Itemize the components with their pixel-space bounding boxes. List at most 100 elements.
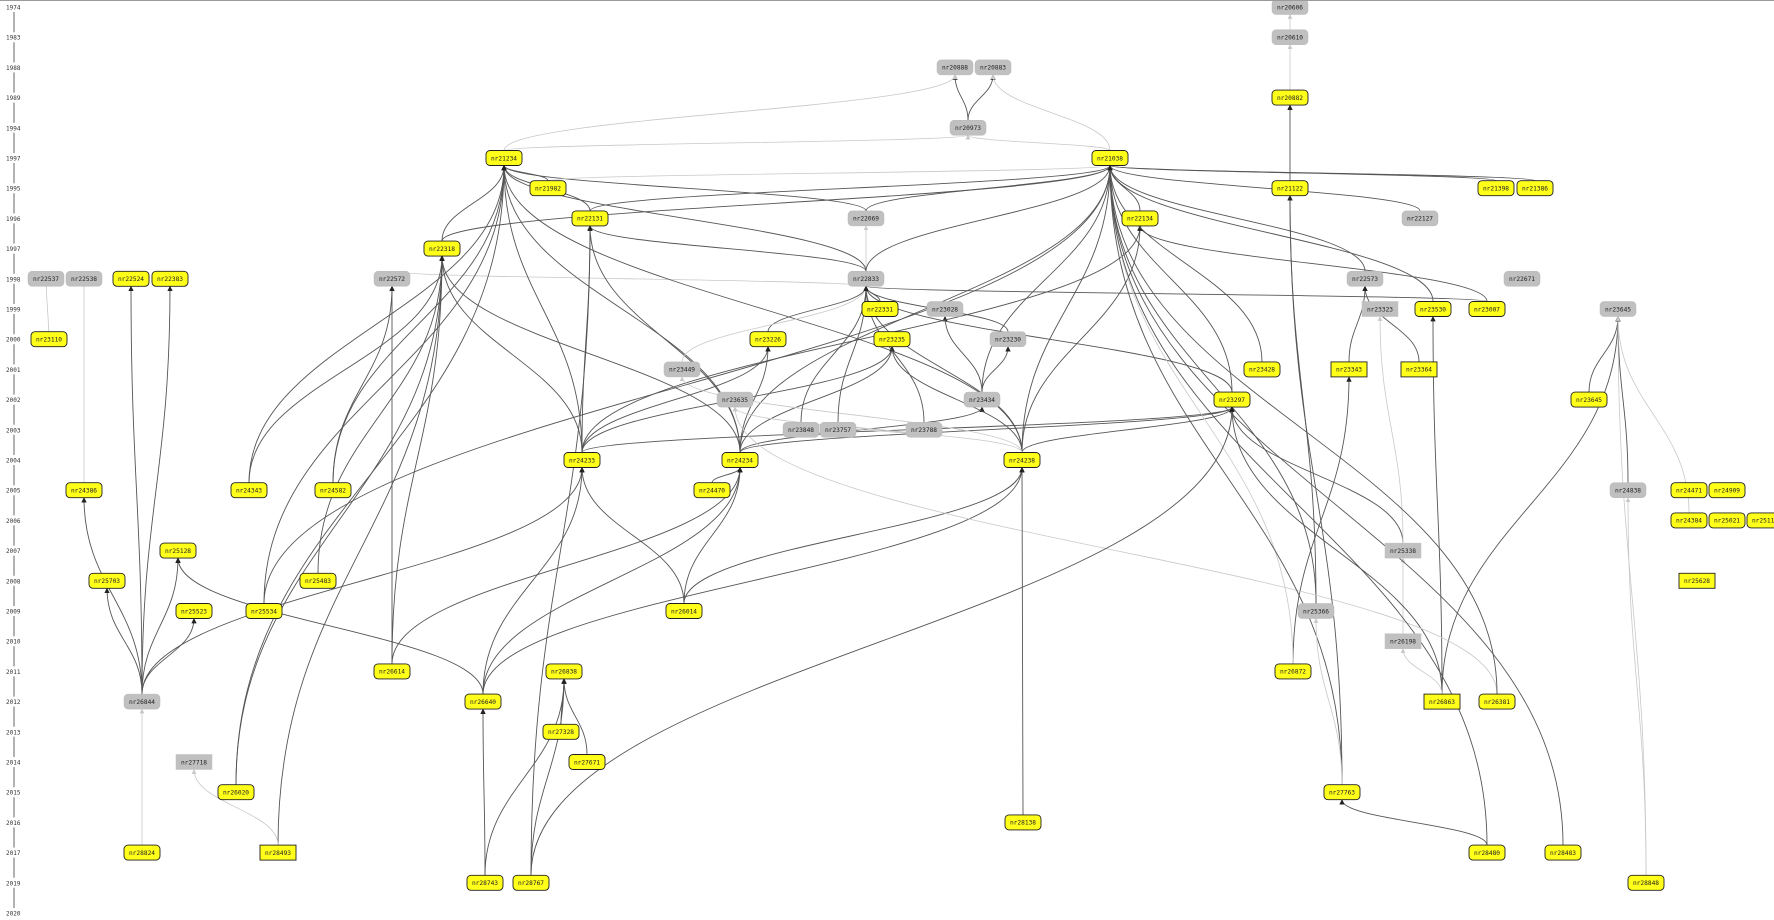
node-nr23530[interactable]: nr23530 bbox=[1414, 301, 1452, 317]
node-box[interactable] bbox=[1346, 271, 1384, 287]
node-nr23428[interactable]: nr23428 bbox=[1243, 361, 1281, 378]
node-box[interactable] bbox=[259, 844, 297, 861]
node-nr25523[interactable]: nr25523 bbox=[175, 603, 213, 619]
node-nr23645[interactable]: nr23645 bbox=[1570, 391, 1608, 408]
node-box[interactable] bbox=[1670, 482, 1708, 499]
node-box[interactable] bbox=[245, 603, 283, 619]
node-nr23297[interactable]: nr23297 bbox=[1213, 391, 1251, 408]
node-box[interactable] bbox=[1503, 271, 1541, 287]
node-box[interactable] bbox=[1477, 180, 1515, 197]
node-box[interactable] bbox=[1271, 89, 1309, 106]
node-box[interactable] bbox=[175, 603, 213, 619]
node-nr23434[interactable]: nr23434 bbox=[963, 391, 1001, 408]
node-box[interactable] bbox=[1678, 572, 1716, 589]
node-nr20883[interactable]: nr20883 bbox=[974, 59, 1012, 76]
node-nr22573[interactable]: nr22573 bbox=[1346, 271, 1384, 287]
node-box[interactable] bbox=[847, 210, 885, 227]
node-box[interactable] bbox=[545, 663, 583, 680]
node-box[interactable] bbox=[1468, 301, 1506, 317]
node-nr23110[interactable]: nr23110 bbox=[30, 331, 68, 348]
node-nr26381[interactable]: nr26381 bbox=[1478, 693, 1516, 710]
node-nr21234[interactable]: nr21234 bbox=[485, 150, 523, 166]
node-box[interactable] bbox=[159, 542, 197, 559]
node-box[interactable] bbox=[1243, 361, 1281, 378]
node-nr20888[interactable]: nr20888 bbox=[936, 59, 974, 76]
node-nr28824[interactable]: nr28824 bbox=[123, 844, 161, 861]
node-box[interactable] bbox=[568, 754, 606, 770]
node-box[interactable] bbox=[529, 180, 567, 197]
node-nr24343[interactable]: nr24343 bbox=[230, 482, 268, 499]
node-nr21122[interactable]: nr21122 bbox=[1271, 180, 1309, 197]
node-box[interactable] bbox=[88, 572, 126, 589]
node-box[interactable] bbox=[1599, 301, 1637, 317]
node-nr23235[interactable]: nr23235 bbox=[873, 331, 911, 348]
node-nr22134[interactable]: nr22134 bbox=[1121, 210, 1159, 227]
node-box[interactable] bbox=[1423, 693, 1461, 710]
node-box[interactable] bbox=[299, 572, 337, 589]
node-nr28480[interactable]: nr28480 bbox=[1468, 844, 1506, 861]
node-nr25111[interactable]: nr25111 bbox=[1746, 512, 1774, 529]
node-box[interactable] bbox=[1121, 210, 1159, 227]
node-nr23645[interactable]: nr23645 bbox=[1599, 301, 1637, 317]
node-box[interactable] bbox=[373, 663, 411, 680]
node-box[interactable] bbox=[905, 422, 943, 438]
node-box[interactable] bbox=[466, 874, 504, 891]
node-nr25483[interactable]: nr25483 bbox=[299, 572, 337, 589]
node-box[interactable] bbox=[1708, 512, 1746, 529]
node-nr27763[interactable]: nr27763 bbox=[1323, 784, 1361, 801]
node-box[interactable] bbox=[1414, 301, 1452, 317]
node-box[interactable] bbox=[1213, 391, 1251, 408]
node-box[interactable] bbox=[1271, 0, 1309, 15]
node-nr23226[interactable]: nr23226 bbox=[749, 331, 787, 348]
node-box[interactable] bbox=[563, 452, 601, 468]
node-box[interactable] bbox=[464, 693, 502, 710]
node-nr20606[interactable]: nr20606 bbox=[1271, 0, 1309, 15]
node-box[interactable] bbox=[112, 270, 150, 287]
node-box[interactable] bbox=[663, 361, 701, 378]
node-nr21398[interactable]: nr21398 bbox=[1477, 180, 1515, 197]
node-nr25534[interactable]: nr25534 bbox=[245, 603, 283, 619]
node-nr25703[interactable]: nr25703 bbox=[88, 572, 126, 589]
node-box[interactable] bbox=[571, 210, 609, 227]
node-box[interactable] bbox=[936, 59, 974, 76]
node-nr26640[interactable]: nr26640 bbox=[464, 693, 502, 710]
node-box[interactable] bbox=[65, 482, 103, 499]
node-nr26020[interactable]: nr26020 bbox=[217, 784, 255, 801]
node-nr26198[interactable]: nr26198 bbox=[1384, 633, 1422, 649]
node-box[interactable] bbox=[693, 482, 731, 499]
node-box[interactable] bbox=[230, 482, 268, 499]
node-nr23449[interactable]: nr23449 bbox=[663, 361, 701, 378]
node-box[interactable] bbox=[1609, 482, 1647, 498]
node-box[interactable] bbox=[963, 391, 1001, 408]
node-nr23757[interactable]: nr23757 bbox=[819, 422, 857, 438]
node-nr22318[interactable]: nr22318 bbox=[423, 240, 461, 257]
node-nr23788[interactable]: nr23788 bbox=[905, 422, 943, 438]
node-nr22131[interactable]: nr22131 bbox=[571, 210, 609, 227]
node-box[interactable] bbox=[782, 422, 820, 438]
node-box[interactable] bbox=[1091, 150, 1129, 166]
node-nr22671[interactable]: nr22671 bbox=[1503, 271, 1541, 287]
node-box[interactable] bbox=[123, 844, 161, 861]
node-nr22383[interactable]: nr22383 bbox=[151, 270, 189, 287]
node-nr25366[interactable]: nr25366 bbox=[1297, 603, 1335, 619]
node-box[interactable] bbox=[1401, 210, 1439, 227]
node-box[interactable] bbox=[123, 693, 161, 710]
node-box[interactable] bbox=[1271, 29, 1309, 45]
node-nr28767[interactable]: nr28767 bbox=[512, 874, 550, 891]
node-box[interactable] bbox=[1384, 542, 1422, 559]
node-nr25021[interactable]: nr25021 bbox=[1708, 512, 1746, 529]
node-box[interactable] bbox=[27, 271, 65, 287]
node-box[interactable] bbox=[1323, 784, 1361, 801]
node-nr21038[interactable]: nr21038 bbox=[1091, 150, 1129, 166]
node-box[interactable] bbox=[1468, 844, 1506, 861]
node-nr27328[interactable]: nr27328 bbox=[542, 723, 580, 740]
node-nr24838[interactable]: nr24838 bbox=[1609, 482, 1647, 498]
node-box[interactable] bbox=[974, 59, 1012, 76]
node-box[interactable] bbox=[1516, 180, 1554, 197]
node-box[interactable] bbox=[1297, 603, 1335, 619]
node-nr28848[interactable]: nr28848 bbox=[1627, 874, 1665, 891]
node-box[interactable] bbox=[1627, 874, 1665, 891]
node-nr24470[interactable]: nr24470 bbox=[693, 482, 731, 499]
node-nr20973[interactable]: nr20973 bbox=[949, 120, 987, 136]
node-box[interactable] bbox=[1400, 361, 1438, 378]
